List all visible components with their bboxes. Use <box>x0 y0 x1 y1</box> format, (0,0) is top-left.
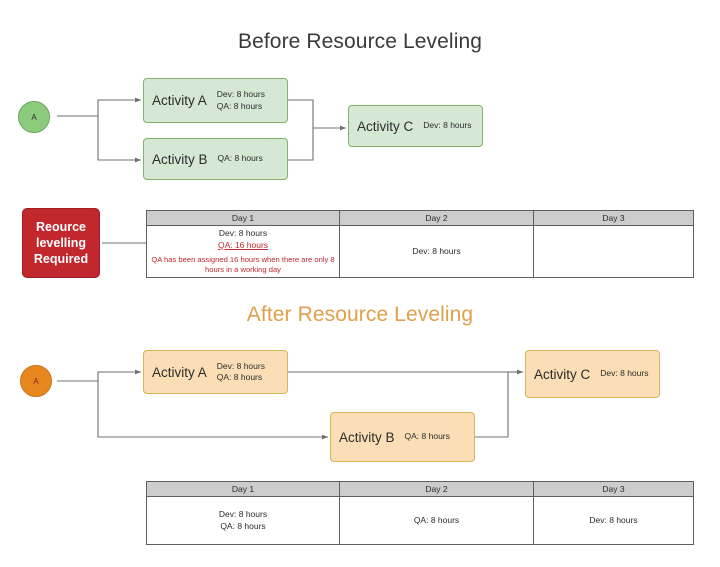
before-cell-day-1: Dev: 8 hours QA: 16 hours QA has been as… <box>147 226 340 277</box>
after-header-day-3: Day 3 <box>534 482 693 497</box>
before-node-b-name: Activity B <box>152 151 208 167</box>
before-header-day-1: Day 1 <box>147 211 340 226</box>
after-node-activity-b[interactable]: Activity B QA: 8 hours <box>330 412 475 462</box>
before-node-activity-a[interactable]: Activity A Dev: 8 hours QA: 8 hours <box>143 78 288 123</box>
after-node-a-name: Activity A <box>152 364 207 380</box>
after-node-b-meta: QA: 8 hours <box>405 431 450 442</box>
before-cell-day-1-qa-overload: QA: 16 hours <box>217 239 269 250</box>
before-table-header-row: Day 1 Day 2 Day 3 <box>147 211 693 226</box>
before-header-day-3: Day 3 <box>534 211 693 226</box>
resource-leveling-alert: Reource levelling Required <box>22 208 100 278</box>
after-header-day-2: Day 2 <box>340 482 534 497</box>
before-node-a-name: Activity A <box>152 93 207 108</box>
after-node-activity-a[interactable]: Activity A Dev: 8 hours QA: 8 hours <box>143 350 288 394</box>
after-cell-day-2-qa: QA: 8 hours <box>413 514 460 525</box>
before-start-node-label: A <box>31 112 37 122</box>
after-cell-day-3: Dev: 8 hours <box>534 497 693 544</box>
before-node-activity-b[interactable]: Activity B QA: 8 hours <box>143 138 288 180</box>
before-cell-day-2-dev: Dev: 8 hours <box>412 245 461 256</box>
after-cell-day-3-dev: Dev: 8 hours <box>589 514 638 525</box>
after-cell-day-1-qa: QA: 8 hours <box>220 520 266 531</box>
before-start-node[interactable]: A <box>18 101 50 133</box>
after-table-header-row: Day 1 Day 2 Day 3 <box>147 482 693 497</box>
after-cell-day-1-dev: Dev: 8 hours <box>218 508 268 519</box>
after-node-a-dev: Dev: 8 hours <box>216 360 265 371</box>
before-node-a-dev: Dev: 8 hours <box>216 89 265 100</box>
after-node-c-name: Activity C <box>534 366 591 382</box>
after-node-b-name: Activity B <box>339 429 395 445</box>
before-header-day-2: Day 2 <box>340 211 534 226</box>
before-node-activity-c[interactable]: Activity C Dev: 8 hours <box>348 105 483 147</box>
before-node-a-qa: QA: 8 hours <box>216 100 263 111</box>
before-cell-day-3 <box>534 226 693 277</box>
after-section-title: After Resource Leveling <box>246 303 474 326</box>
before-node-a-meta: Dev: 8 hours QA: 8 hours <box>217 89 265 112</box>
before-node-c-name: Activity C <box>357 118 414 134</box>
before-table-body-row: Dev: 8 hours QA: 16 hours QA has been as… <box>147 226 693 277</box>
before-section-title: Before Resource Leveling <box>237 30 483 53</box>
after-node-a-meta: Dev: 8 hours QA: 8 hours <box>217 361 265 384</box>
after-schedule-table: Day 1 Day 2 Day 3 Dev: 8 hours QA: 8 hou… <box>146 481 694 545</box>
after-node-c-dev: Dev: 8 hours <box>600 368 649 379</box>
after-start-node-label: A <box>33 376 39 386</box>
before-schedule-table: Day 1 Day 2 Day 3 Dev: 8 hours QA: 16 ho… <box>146 210 694 278</box>
before-cell-day-1-dev: Dev: 8 hours <box>218 227 268 238</box>
after-header-day-1: Day 1 <box>147 482 340 497</box>
after-node-c-meta: Dev: 8 hours <box>600 368 648 379</box>
before-node-c-meta: Dev: 8 hours <box>423 120 471 131</box>
after-node-b-qa: QA: 8 hours <box>404 431 450 442</box>
before-node-c-dev: Dev: 8 hours <box>423 120 472 131</box>
after-node-activity-c[interactable]: Activity C Dev: 8 hours <box>525 350 660 398</box>
before-cell-day-2: Dev: 8 hours <box>340 226 534 277</box>
before-cell-day-1-note: QA has been assigned 16 hours when there… <box>151 254 335 274</box>
after-node-a-qa: QA: 8 hours <box>216 372 263 382</box>
before-node-b-qa: QA: 8 hours <box>217 153 263 164</box>
resource-leveling-alert-text: Reource levelling Required <box>33 220 89 266</box>
after-cell-day-2: QA: 8 hours <box>340 497 534 544</box>
after-cell-day-1: Dev: 8 hours QA: 8 hours <box>147 497 340 544</box>
after-table-body-row: Dev: 8 hours QA: 8 hours QA: 8 hours Dev… <box>147 497 693 544</box>
before-node-b-meta: QA: 8 hours <box>218 153 263 164</box>
after-start-node[interactable]: A <box>20 365 52 397</box>
